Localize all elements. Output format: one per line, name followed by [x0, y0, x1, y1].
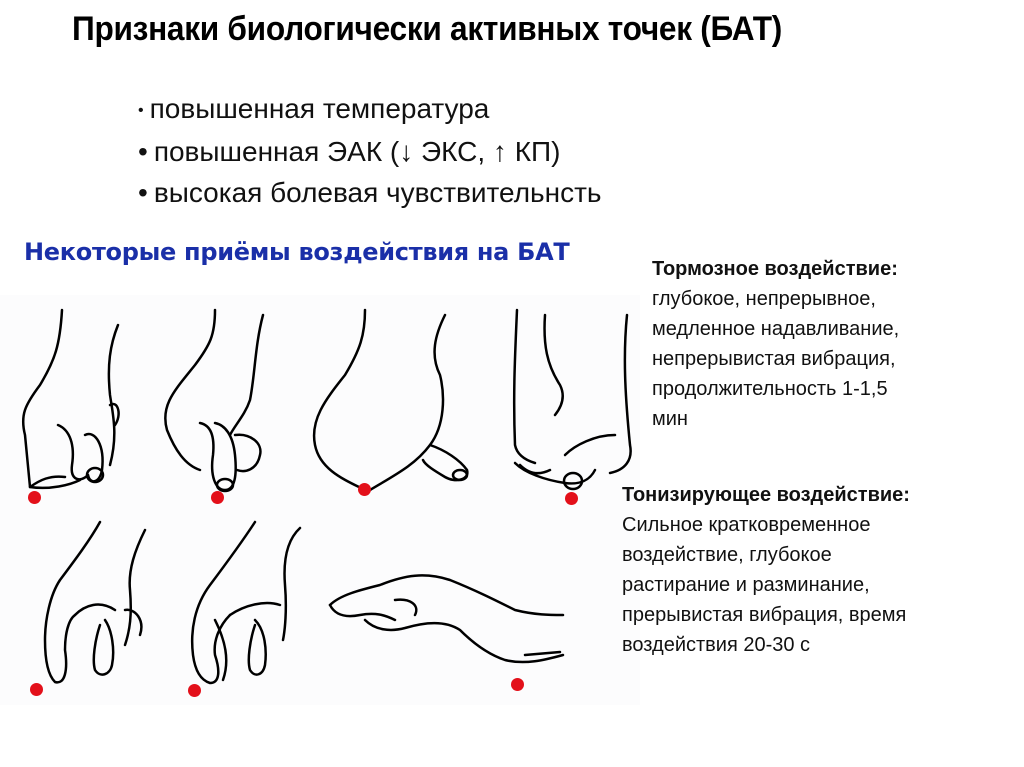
- inhibitory-line: непрерывистая вибрация,: [652, 348, 896, 370]
- bat-point-marker: [188, 684, 201, 697]
- bat-point-marker: [28, 491, 41, 504]
- pinch-press-hand-icon: [512, 308, 632, 491]
- fist-edge-press-hand-icon: [312, 308, 469, 492]
- tonic-line: прерывистая вибрация, время: [622, 604, 907, 626]
- two-finger-press-hand-icon: [190, 520, 302, 685]
- index-finger-press-hand-icon: [43, 520, 147, 684]
- sign-item: •повышенная ЭАК (↓ ЭКС, ↑ КП): [138, 131, 602, 172]
- bat-point-marker: [30, 683, 43, 696]
- inhibitory-effect-panel: Тормозное воздействие: глубокое, непреры…: [652, 254, 899, 434]
- bat-point-marker: [358, 483, 371, 496]
- hand-illustrations: [0, 295, 640, 705]
- tonic-heading: Тонизирующее воздействие:: [622, 484, 910, 506]
- tonic-line: воздействия 20-30 с: [622, 634, 811, 656]
- bullet-icon: •: [138, 177, 148, 209]
- inhibitory-line: мин: [652, 408, 688, 430]
- knuckle-press-hand-icon: [21, 308, 120, 490]
- slide-title: Признаки биологически активных точек (БА…: [72, 10, 783, 48]
- inhibitory-line: медленное надавливание,: [652, 318, 900, 340]
- tonic-line: воздействие, глубокое: [622, 544, 832, 566]
- bullet-icon: •: [138, 102, 144, 120]
- thumb-tip-press-hand-icon: [164, 308, 265, 493]
- techniques-subtitle: Некоторые приёмы воздействия на БАТ: [24, 238, 570, 266]
- bat-point-marker: [211, 491, 224, 504]
- tonic-line: Сильное кратковременное: [622, 514, 871, 536]
- sign-item: •высокая болевая чувствительнсть: [138, 172, 602, 213]
- bat-point-marker: [511, 678, 524, 691]
- palm-edge-press-hand-icon: [328, 574, 565, 664]
- inhibitory-line: продолжительность 1-1,5: [652, 378, 888, 400]
- tonic-effect-panel: Тонизирующее воздействие: Сильное кратко…: [622, 480, 910, 660]
- bat-point-marker: [565, 492, 578, 505]
- sign-item: •повышенная температура: [138, 88, 602, 131]
- tonic-line: растирание и разминание,: [622, 574, 870, 596]
- inhibitory-line: глубокое, непрерывное,: [652, 288, 876, 310]
- bullet-icon: •: [138, 136, 148, 168]
- signs-list: •повышенная температура •повышенная ЭАК …: [138, 88, 602, 213]
- inhibitory-heading: Тормозное воздействие:: [652, 258, 898, 280]
